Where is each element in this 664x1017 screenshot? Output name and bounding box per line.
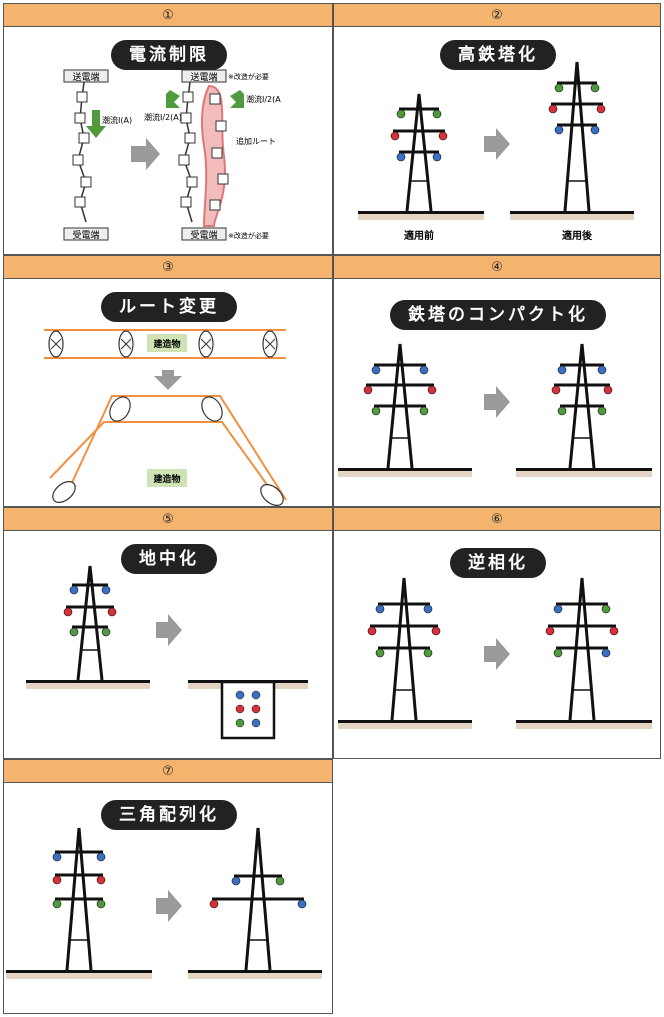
underground-diagram bbox=[26, 565, 308, 740]
panel-3: ③ ルート変更 建造物 bbox=[3, 255, 333, 507]
panel-3-number: ③ bbox=[4, 256, 332, 279]
label-after: 適用後 bbox=[562, 229, 593, 242]
panel-5-number: ⑤ bbox=[4, 508, 332, 531]
cable-dot bbox=[235, 690, 245, 700]
panel-4: ④ 鉄塔のコンパクト化 bbox=[333, 255, 661, 507]
panel-3-title: ルート変更 bbox=[101, 292, 237, 322]
cable-dot bbox=[251, 718, 261, 728]
panel-4-number: ④ bbox=[334, 256, 660, 279]
gray-arrow-icon bbox=[484, 128, 510, 160]
building-label-bottom: 建造物 bbox=[153, 473, 180, 485]
gray-arrow-icon bbox=[156, 890, 182, 922]
panel-7-title: 三角配列化 bbox=[101, 800, 237, 830]
panel-1-title: 電流制限 bbox=[111, 40, 227, 70]
panel-7-number: ⑦ bbox=[4, 760, 332, 783]
tower-triangular bbox=[209, 827, 307, 971]
panel-6-title: 逆相化 bbox=[450, 548, 546, 578]
panel-4-title: 鉄塔のコンパクト化 bbox=[390, 300, 606, 330]
gray-arrow-icon bbox=[484, 386, 510, 418]
current-limit-diagram: 送電端 受電端 潮流Ⅰ(A) 送電端 bbox=[63, 69, 281, 241]
panel-1: ① 電流制限 送電端 受電端 潮流Ⅰ(A) 送電端 bbox=[3, 3, 333, 255]
flow-half-right: 潮流Ⅰ/2(A bbox=[246, 94, 281, 104]
reverse-phase-diagram bbox=[338, 577, 652, 729]
panel-5-title: 地中化 bbox=[121, 544, 217, 574]
tower-after bbox=[548, 61, 606, 212]
tower-before-compact bbox=[363, 343, 437, 469]
panel-2: ② 高鉄塔化 適用前 適用後 bbox=[333, 3, 661, 255]
label-before: 適用前 bbox=[404, 229, 434, 242]
compact-tower-diagram bbox=[338, 343, 652, 477]
cable-dot bbox=[251, 690, 261, 700]
gray-arrow-icon bbox=[156, 614, 182, 646]
tower-before bbox=[390, 93, 448, 212]
label-send-left: 送電端 bbox=[72, 71, 99, 83]
triangular-arrangement-diagram bbox=[6, 827, 322, 979]
panel-2-title: 高鉄塔化 bbox=[440, 40, 556, 70]
panel-6: ⑥ 逆相化 bbox=[333, 507, 661, 759]
label-receive-right: 受電端 bbox=[190, 229, 217, 241]
panel-2-number: ② bbox=[334, 4, 660, 27]
cable-dot bbox=[235, 718, 245, 728]
flow-half-left: 潮流Ⅰ/2(A) bbox=[144, 112, 182, 122]
note-add-route: 追加ルート bbox=[236, 136, 276, 146]
panel-7: ⑦ 三角配列化 bbox=[3, 759, 333, 1014]
gray-arrow-icon bbox=[484, 638, 510, 670]
cable-dot bbox=[235, 704, 245, 714]
tower-after-compact bbox=[551, 343, 613, 469]
panel-5: ⑤ 地中化 bbox=[3, 507, 333, 759]
note-mod-top: ※改造が必要 bbox=[228, 72, 269, 81]
label-receive-left: 受電端 bbox=[72, 229, 99, 241]
route-change-diagram: 建造物 建造物 bbox=[44, 329, 287, 506]
underground-duct bbox=[220, 680, 276, 740]
label-send-right: 送電端 bbox=[190, 71, 217, 83]
note-mod-bottom: ※改造が必要 bbox=[228, 231, 269, 240]
tower-overhead bbox=[63, 565, 117, 681]
tall-tower-diagram: 適用前 適用後 bbox=[358, 61, 634, 242]
flow-full-label: 潮流Ⅰ(A) bbox=[102, 115, 132, 125]
tower-reverse-phase bbox=[545, 577, 619, 721]
cable-dot bbox=[251, 704, 261, 714]
panel-1-number: ① bbox=[4, 4, 332, 27]
tower-same-phase bbox=[367, 577, 441, 721]
panel-6-number: ⑥ bbox=[334, 508, 660, 531]
building-label-top: 建造物 bbox=[153, 338, 180, 350]
tower-vertical bbox=[52, 827, 106, 971]
